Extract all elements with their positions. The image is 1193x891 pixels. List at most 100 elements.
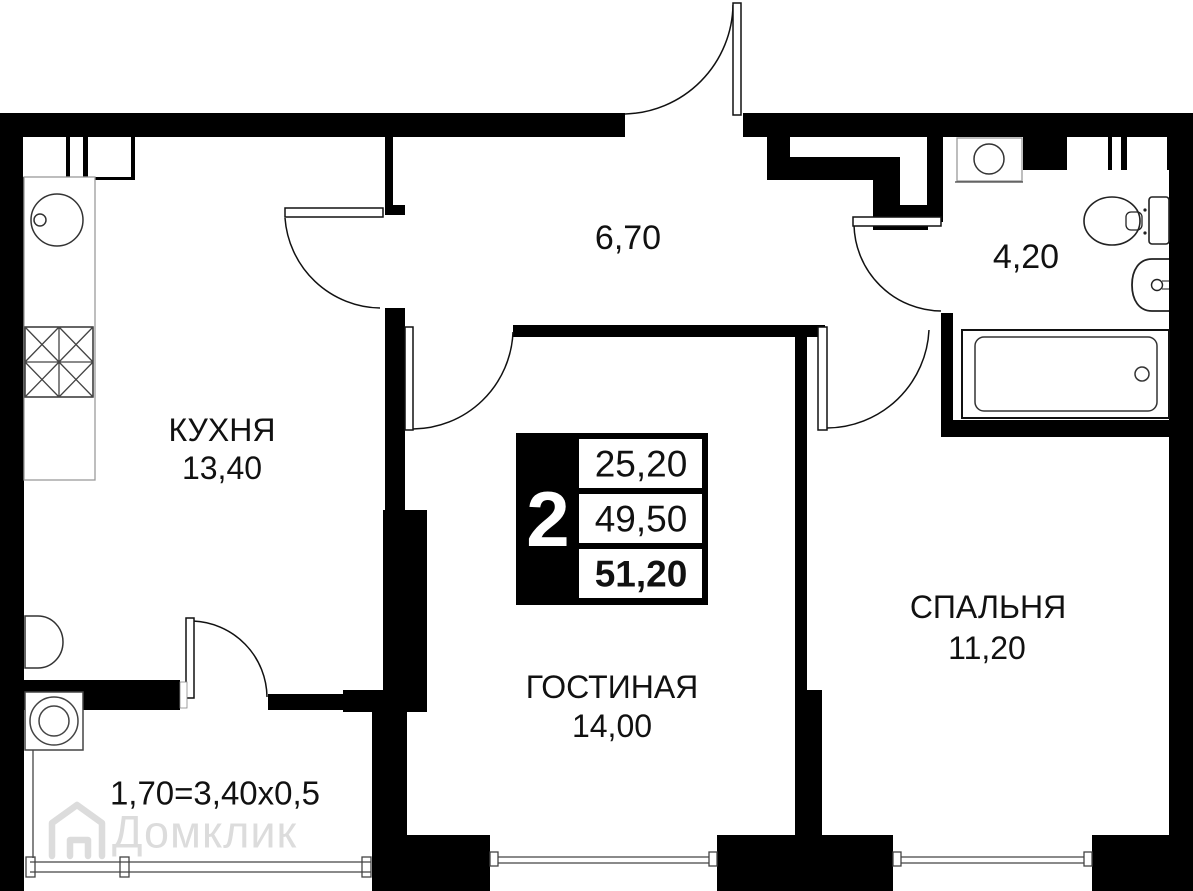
kitchen-door	[284, 207, 384, 309]
kitchen-name-label: КУХНЯ	[169, 412, 276, 448]
vent-opening	[88, 137, 131, 177]
glazing-post	[119, 856, 130, 878]
hallway-area-label: 6,70	[595, 219, 661, 257]
window-jamb	[708, 851, 718, 867]
bedroom-door-leaf	[817, 326, 828, 431]
balcony-glazing	[25, 712, 372, 878]
sink-drain	[1150, 278, 1164, 292]
bathtub-icon	[961, 329, 1170, 419]
kitchen-sink-icon	[30, 193, 84, 247]
wall-segment-bottom-c	[1092, 835, 1193, 891]
radiator-icon	[24, 615, 64, 669]
glazing-lines	[30, 861, 371, 873]
entrance-door-leaf	[732, 2, 742, 116]
wall-segment-kitchen-right-main	[385, 308, 405, 510]
logo-house-door	[66, 836, 92, 860]
wall-segment-kitchen-door-stub	[385, 205, 405, 215]
living-room-door-leaf	[404, 326, 414, 431]
bathroom-fixtures	[955, 137, 1170, 419]
washer-body	[24, 691, 84, 751]
window-jamb	[489, 851, 499, 867]
kitchen-faucet-icon	[33, 213, 47, 227]
summary-box: 2 25,20 49,50 51,20	[516, 433, 708, 605]
bathroom-door	[852, 216, 942, 312]
stove-icon	[24, 326, 94, 398]
toilet-tank	[1148, 196, 1170, 245]
glazing-post	[25, 856, 36, 878]
washer-drum-outer	[29, 696, 79, 746]
bedroom-name-label: СПАЛЬНЯ	[910, 589, 1066, 625]
kitchen-fixtures	[23, 176, 96, 669]
bathroom-area-label: 4,20	[993, 238, 1059, 276]
washer-drum	[973, 143, 1005, 175]
bedroom-door	[817, 326, 930, 431]
window-glazing-lines	[498, 856, 709, 864]
living-room-door-arc	[412, 331, 514, 430]
living-room-window	[489, 851, 718, 867]
toilet-bolt	[1143, 208, 1147, 212]
sink-faucet	[1162, 280, 1169, 290]
vent-opening	[70, 137, 83, 177]
entrance-door-arc	[624, 4, 734, 115]
toilet-bolt	[1143, 231, 1147, 235]
bathtub-drain	[1134, 366, 1150, 382]
wall-segment-entry-step-1	[767, 113, 790, 180]
kitchen-door-leaf	[284, 207, 384, 218]
summary-cell	[579, 549, 702, 598]
vent-opening	[1127, 137, 1167, 170]
washer-drum-inner	[38, 705, 70, 737]
logo-house-outline	[48, 801, 106, 860]
wall-segment-kitchen-right-block	[383, 510, 427, 712]
stove-burners	[24, 326, 94, 398]
rooms-count-value: 2	[526, 475, 569, 563]
glazing-post	[361, 856, 372, 878]
wall-segment-bottom-b	[717, 835, 893, 891]
wall-segment-kitchen-right-thin	[385, 137, 393, 207]
vent-opening	[23, 137, 66, 177]
sink-basin	[1131, 258, 1169, 312]
living-room-name-label: ГОСТИНАЯ	[526, 669, 699, 705]
wall-segment-balcony-corner	[343, 690, 407, 712]
living-room-area-label: 14,00	[572, 708, 652, 744]
wall-segment-balcony-right	[372, 712, 407, 891]
balcony-door-leaf	[185, 617, 195, 699]
window-jamb	[892, 851, 902, 867]
balcony-washing-machine-icon	[24, 691, 84, 751]
kitchen-door-arc	[284, 217, 381, 309]
domclick-logo-icon	[48, 801, 106, 860]
window-jamb	[1083, 851, 1093, 867]
summary-cell	[579, 494, 702, 543]
balcony-door-jamb	[179, 681, 188, 709]
bathroom-washing-machine-icon	[955, 137, 1023, 183]
total-area-value: 51,20	[595, 554, 688, 595]
living-area-value: 25,20	[595, 444, 688, 485]
living-room-door	[404, 326, 514, 431]
bedroom-window	[892, 851, 1093, 867]
balcony-dimensions-label: 1,70=3,40x0,5	[110, 775, 320, 812]
toilet-seat-detail	[1125, 211, 1143, 231]
toilet-icon	[1083, 196, 1170, 246]
wall-openings	[23, 137, 1167, 177]
bathroom-door-arc	[853, 224, 942, 312]
balcony-door-arc	[192, 620, 268, 698]
wall-segment-right	[1169, 113, 1193, 891]
watermark-text: Домклик	[112, 807, 297, 858]
bathroom-sink-icon	[1131, 258, 1169, 312]
balcony-door	[179, 617, 268, 709]
entrance-door	[624, 2, 742, 116]
toilet-bowl	[1083, 196, 1141, 246]
area-without-balcony-value: 49,50	[595, 499, 688, 540]
kitchen-area-label: 13,40	[182, 450, 262, 486]
wall-segment-kitchen-bottom-right	[268, 694, 343, 710]
wall-segment-entry-step-2	[790, 157, 873, 180]
bedroom-area-label: 11,20	[948, 630, 1026, 666]
bathroom-door-leaf	[852, 216, 942, 227]
domclick-watermark: Домклик	[48, 801, 297, 860]
wall-segment-bathroom-left-lower	[941, 313, 953, 427]
vent-opening	[1067, 137, 1108, 170]
wall-segment-bottom-a	[407, 835, 490, 891]
bathtub-inner	[974, 336, 1158, 412]
wall-segment-left	[0, 113, 24, 891]
